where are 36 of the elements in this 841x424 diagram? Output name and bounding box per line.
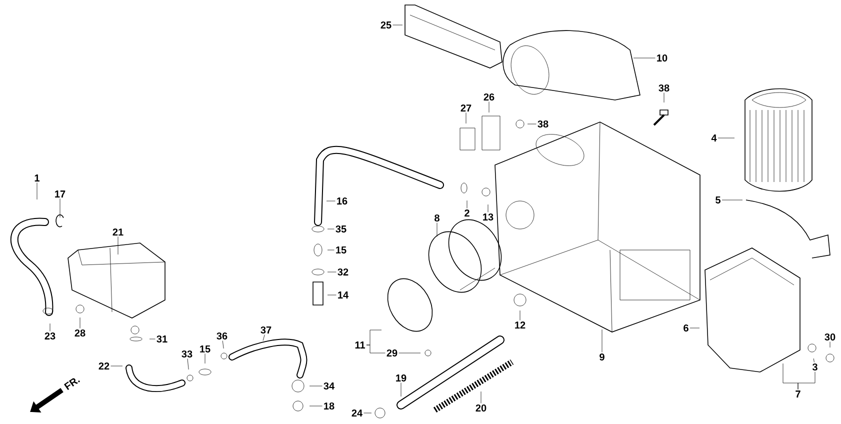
leader-line xyxy=(187,358,189,370)
leader-line xyxy=(392,24,403,26)
callout-number: 14 xyxy=(336,290,350,300)
leader-line xyxy=(400,382,402,397)
callout-number: 12 xyxy=(513,320,527,330)
callout-number: 22 xyxy=(97,362,111,370)
callout-number: 15 xyxy=(198,344,212,354)
leader-line xyxy=(813,358,814,362)
callout-number: 7 xyxy=(794,390,802,398)
leader-line xyxy=(436,222,438,237)
leader-line xyxy=(36,182,38,200)
leader-line xyxy=(798,372,816,390)
callout-number: 15 xyxy=(334,246,348,254)
leader-line xyxy=(262,334,265,341)
callout-number: 17 xyxy=(53,190,67,198)
leader-line xyxy=(204,354,206,364)
direction-label: FR. xyxy=(64,378,80,390)
leader-line xyxy=(480,391,482,404)
leader-line xyxy=(327,294,336,296)
leader-line xyxy=(364,412,372,414)
leader-line xyxy=(466,200,468,209)
callout-number: 27 xyxy=(459,104,473,112)
leader-line xyxy=(326,200,336,202)
leader-line xyxy=(366,344,386,354)
callout-number: 11 xyxy=(354,340,366,350)
callout-number: 2 xyxy=(463,208,471,218)
leader-line xyxy=(222,340,224,349)
callout-number: 1 xyxy=(33,174,41,182)
leader-line xyxy=(149,338,156,340)
callout-number: 4 xyxy=(710,134,718,142)
leader-line xyxy=(327,228,334,230)
leader-line xyxy=(398,352,421,354)
callout-number: 5 xyxy=(714,196,722,204)
callout-number: 24 xyxy=(350,408,364,418)
callout-number: 21 xyxy=(111,228,125,236)
leader-line xyxy=(488,102,490,113)
